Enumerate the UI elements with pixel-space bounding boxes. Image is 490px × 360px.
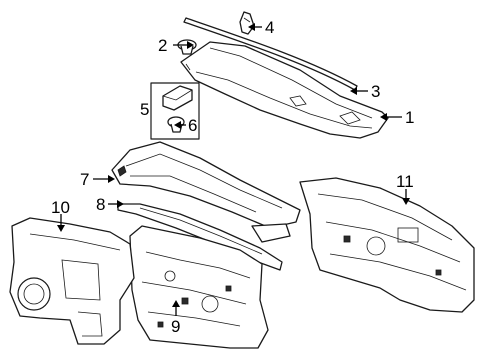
part-5-callout-box [150, 82, 200, 140]
callout-9: 9 [171, 317, 180, 336]
part-9-dash-panel [129, 225, 269, 349]
callout-3: 3 [371, 82, 380, 101]
callout-labels: 1 2 3 4 5 6 7 8 9 10 11 [51, 18, 414, 336]
part-5-bracket-group [150, 82, 200, 140]
callout-1: 1 [405, 108, 414, 127]
callout-6: 6 [188, 116, 197, 135]
part-4-clip [239, 11, 255, 35]
callout-4: 4 [265, 18, 274, 37]
part-11-dash-insulator [299, 177, 475, 313]
callout-7: 7 [80, 170, 89, 189]
callout-2: 2 [158, 36, 167, 55]
leader-lines [57, 23, 410, 316]
part-7-cowl-upper [111, 141, 301, 229]
callout-5: 5 [140, 100, 149, 119]
callout-8: 8 [96, 195, 105, 214]
callout-11: 11 [396, 172, 414, 191]
callout-10: 10 [51, 198, 70, 217]
part-1-cowl-panel [180, 41, 389, 139]
part-10-insulator [9, 217, 135, 345]
part-5-bracket [162, 85, 193, 111]
